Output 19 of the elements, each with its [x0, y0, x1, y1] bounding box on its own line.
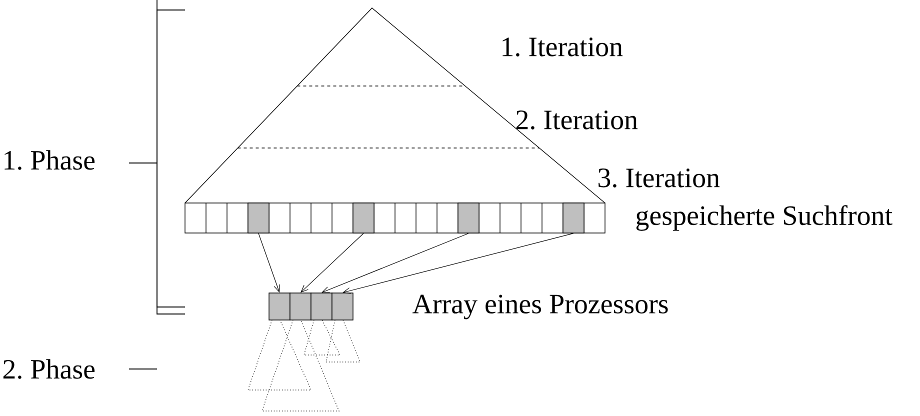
- highlighted-cell: [458, 202, 480, 234]
- arrow: [342, 233, 574, 294]
- arrow: [258, 233, 280, 293]
- array-label: gespeicherte Suchfront: [636, 205, 892, 231]
- iteration-label: 1. Iteration: [502, 38, 623, 56]
- highlighted-cell: [268, 292, 290, 320]
- highlighted-cell: [248, 202, 270, 234]
- iteration-label: 3. Iteration: [598, 168, 720, 188]
- phase-label: 2. Phase: [3, 359, 95, 379]
- highlighted-cell: [332, 292, 354, 320]
- phase-label: 1. Phase: [4, 150, 95, 170]
- highlighted-cell: [562, 202, 584, 234]
- highlighted-cell: [290, 292, 312, 320]
- array-label: Array eines Prozessors: [412, 294, 668, 320]
- highlighted-cell: [310, 292, 332, 320]
- arrow: [300, 233, 364, 293]
- arrow: [322, 233, 469, 293]
- iteration-label: 2. Iteration: [516, 110, 638, 130]
- highlighted-cell: [352, 202, 374, 234]
